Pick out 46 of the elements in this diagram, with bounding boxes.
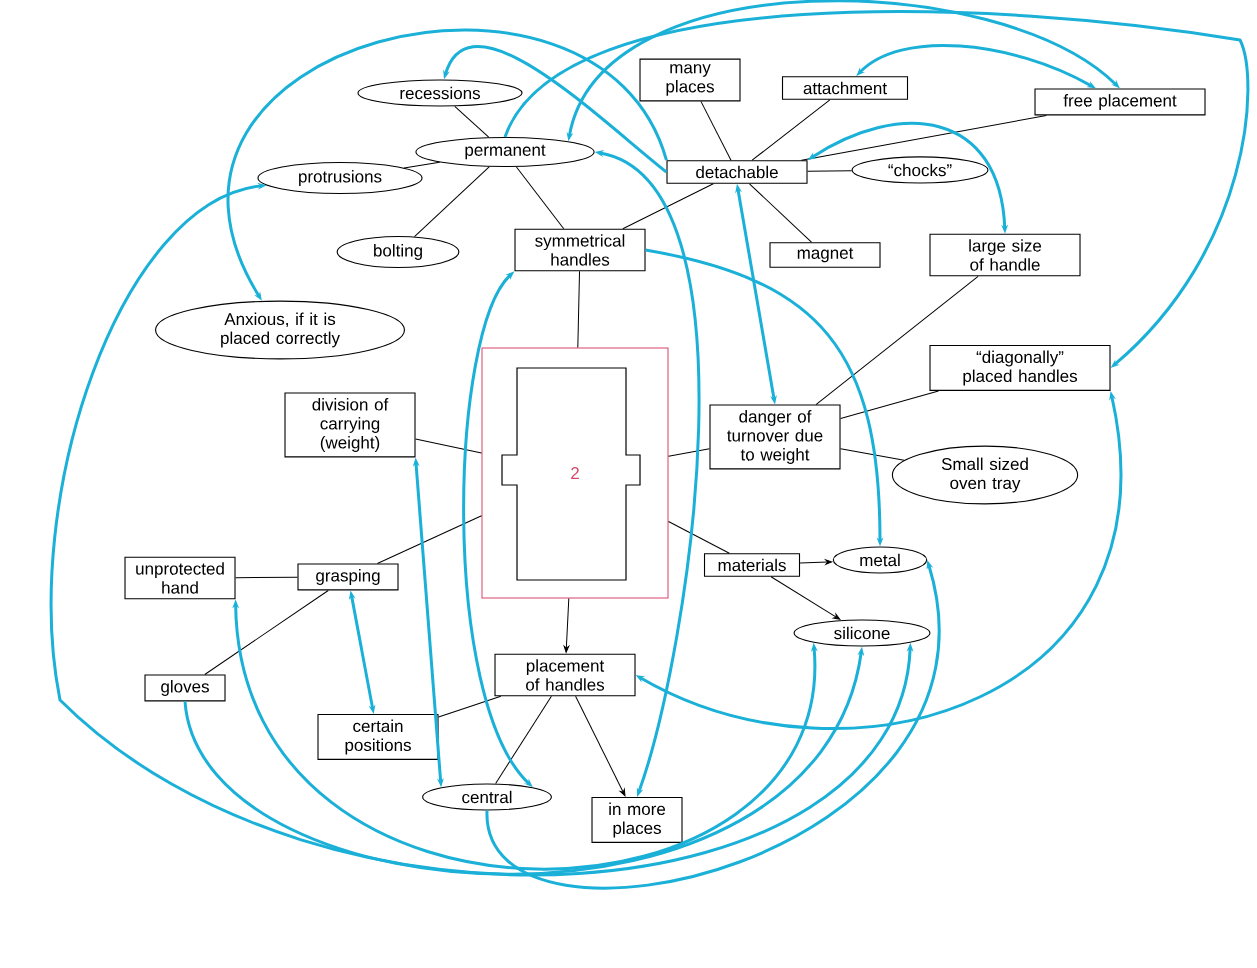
concept-box: certain positions: [317, 714, 439, 760]
concept-box: danger of turnover due to weight: [709, 404, 841, 470]
connector-line: [668, 448, 710, 457]
tray-frame: 2: [481, 347, 669, 599]
connector-line: [415, 438, 482, 454]
connector-line: [403, 161, 441, 169]
concept-box: “diagonally” placed handles: [929, 345, 1111, 391]
concept-box: division of carrying (weight): [284, 392, 416, 458]
connector-line: [751, 99, 831, 161]
connector-line: [749, 183, 812, 243]
arrow: [799, 559, 833, 565]
curved-arrow: [503, 10, 1250, 368]
connector-line: [235, 576, 298, 579]
arrow: [770, 576, 841, 620]
connector-line: [815, 275, 979, 405]
arrow: [563, 598, 570, 653]
concept-box: grasping: [297, 563, 399, 591]
concept-box: symmetrical handles: [514, 228, 646, 272]
connector-line: [438, 695, 502, 718]
connector-line: [495, 695, 552, 784]
concept-box: in more places: [591, 797, 683, 843]
connector-line: [515, 166, 565, 230]
arrow: [575, 695, 626, 797]
concept-box: materials: [703, 553, 801, 577]
concept-box: unprotected hand: [124, 556, 236, 600]
concept-box: placement of handles: [494, 653, 636, 697]
connector-line: [376, 515, 482, 564]
concept-box: free placement: [1034, 88, 1206, 116]
concept-box: gloves: [144, 674, 226, 702]
concept-box: magnet: [769, 242, 881, 268]
connector-line: [204, 589, 329, 675]
connector-line: [700, 100, 732, 161]
connector-line: [840, 390, 939, 420]
concept-box: attachment: [781, 76, 909, 100]
connector-line: [801, 114, 1047, 161]
connector-line: [840, 448, 905, 461]
connector-line: [414, 166, 490, 238]
concept-box: large size of handle: [929, 233, 1081, 277]
connector-line: [622, 183, 714, 230]
concept-box: many places: [639, 58, 741, 102]
concept-box: detachable: [666, 160, 808, 184]
curved-arrow: [443, 45, 668, 174]
connector-line: [807, 170, 853, 172]
connector-line: [577, 270, 581, 348]
connector-line: [668, 521, 730, 554]
connector-line: [454, 105, 490, 138]
